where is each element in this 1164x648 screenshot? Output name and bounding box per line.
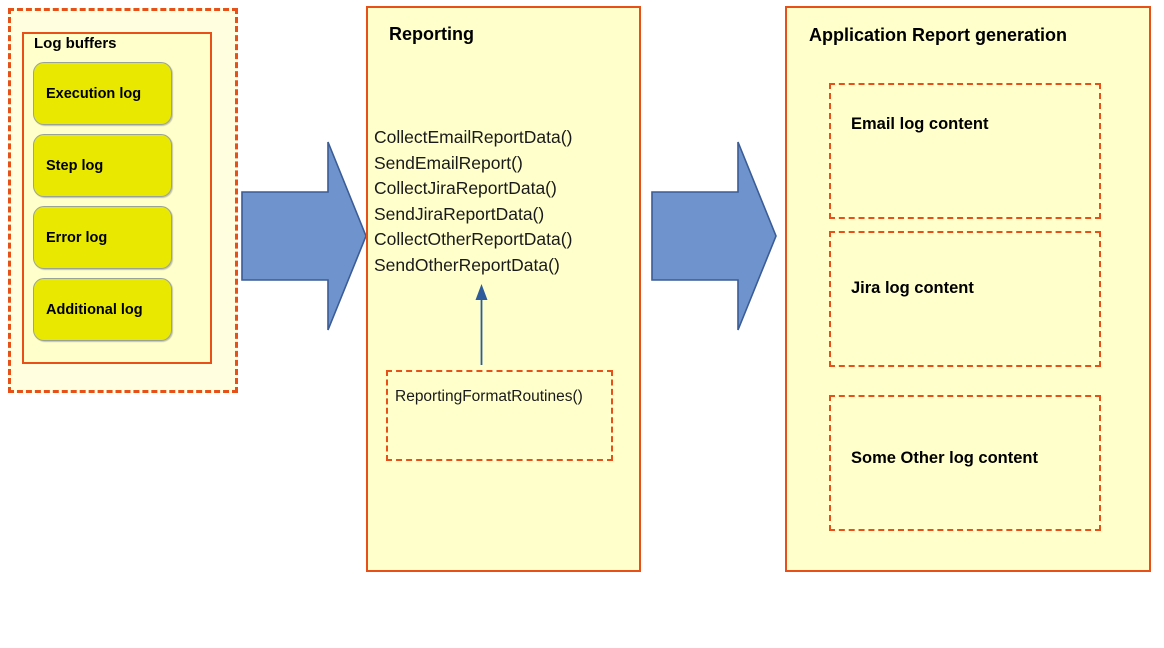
function-item: SendEmailReport()	[374, 152, 523, 173]
reporting-format-routines-label: ReportingFormatRoutines()	[395, 388, 583, 405]
log-chip-label: Execution log	[46, 85, 142, 102]
log-buffers-title: Log buffers	[34, 35, 117, 52]
reporting-format-routines-box	[386, 370, 613, 461]
log-chip-step-log[interactable]: Step log	[33, 134, 172, 197]
content-box-label: Some Other log content	[851, 449, 1039, 467]
other-log-content-box: Some Other log content	[829, 395, 1101, 531]
function-item: SendOtherReportData()	[374, 254, 560, 275]
flow-arrow-right-icon	[241, 141, 367, 331]
reporting-function-list: CollectEmailReportData() SendEmailReport…	[374, 125, 639, 278]
content-box-label: Jira log content	[851, 279, 974, 297]
log-chip-label: Error log	[46, 229, 108, 246]
upward-arrow-icon	[475, 284, 488, 365]
jira-log-content-box: Jira log content	[829, 231, 1101, 367]
function-item: CollectEmailReportData()	[374, 127, 573, 147]
report-generation-panel	[785, 6, 1151, 572]
function-item: CollectJiraReportData()	[374, 178, 557, 198]
content-box-label: Email log content	[851, 115, 989, 133]
log-chip-label: Step log	[46, 157, 104, 174]
report-generation-title: Application Report generation	[809, 25, 1068, 45]
reporting-panel	[366, 6, 641, 572]
flow-arrow-right-icon	[651, 141, 777, 331]
log-chip-label: Additional log	[46, 301, 143, 318]
email-log-content-box: Email log content	[829, 83, 1101, 219]
function-item: SendJiraReportData()	[374, 203, 545, 224]
function-item: CollectOtherReportData()	[374, 229, 573, 249]
log-chip-additional-log[interactable]: Additional log	[33, 278, 172, 341]
log-chip-error-log[interactable]: Error log	[33, 206, 172, 269]
log-chip-execution-log[interactable]: Execution log	[33, 62, 172, 125]
reporting-panel-title: Reporting	[389, 24, 474, 44]
